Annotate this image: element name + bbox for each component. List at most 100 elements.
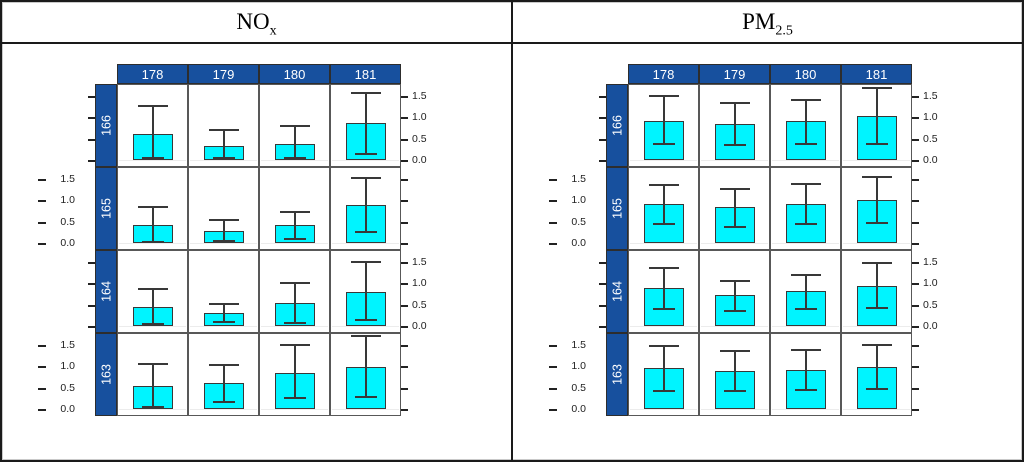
- y-tick-label: 0.0: [60, 237, 75, 249]
- whisker-cap-bottom: [354, 152, 377, 155]
- whisker-cap-top: [861, 343, 892, 346]
- whisker-cap-bottom: [354, 395, 377, 398]
- error-whisker-overlay: [293, 125, 296, 158]
- error-whisker-overlay: [875, 88, 878, 144]
- whisker-cap-top: [719, 349, 750, 352]
- y-tick: [912, 178, 919, 181]
- corner-spacer-right: [912, 64, 954, 84]
- column-strip-label: 179: [723, 66, 746, 82]
- y-tick: [401, 326, 408, 328]
- whisker-cap-top: [208, 219, 239, 222]
- whisker-cap-top: [137, 205, 168, 208]
- error-whisker-overlay: [364, 93, 367, 154]
- y-tick-label: 0.5: [923, 132, 938, 145]
- panel-166-178: [628, 84, 699, 167]
- y-tick-label: 0.5: [60, 381, 75, 394]
- whisker-cap-bottom: [283, 321, 306, 324]
- panel-166-179: [699, 84, 770, 167]
- error-whisker-overlay: [364, 177, 367, 232]
- panel-164-179: [699, 250, 770, 333]
- error-whisker-overlay: [364, 335, 367, 397]
- error-whisker-overlay: [875, 263, 878, 308]
- y-tick: [912, 366, 919, 368]
- zero-line: [772, 409, 839, 410]
- y-tick: [401, 283, 408, 285]
- zero-line: [843, 160, 910, 161]
- whisker-cap-top: [137, 105, 168, 108]
- y-tick: [912, 95, 919, 98]
- panel-166-181: [330, 84, 401, 167]
- whisker-cap-top: [719, 187, 750, 190]
- zero-line: [119, 326, 186, 327]
- y-tick: [401, 117, 408, 119]
- whisker-cap-top: [719, 102, 750, 105]
- column-strip-181: 181: [841, 64, 912, 84]
- zero-line: [261, 243, 328, 244]
- y-tick: [401, 200, 408, 202]
- zero-line: [261, 409, 328, 410]
- whisker-cap-top: [137, 363, 168, 366]
- y-tick: [912, 117, 919, 119]
- panel-164-178: [117, 250, 188, 333]
- row-strip-166: 166: [606, 84, 628, 167]
- y-tick: [88, 304, 95, 307]
- error-whisker-overlay: [733, 103, 736, 145]
- y-tick: [38, 387, 46, 390]
- zero-line: [772, 326, 839, 327]
- whisker-cap-top: [208, 364, 239, 367]
- corner-spacer: [546, 64, 628, 84]
- error-whisker-overlay: [804, 274, 807, 309]
- row-strip-163: 163: [606, 333, 628, 416]
- error-whisker-overlay: [804, 99, 807, 144]
- zero-line: [119, 409, 186, 410]
- y-tick: [401, 409, 408, 411]
- column-strip-label: 181: [865, 66, 888, 82]
- column-strip-180: 180: [770, 64, 841, 84]
- zero-line: [190, 160, 257, 161]
- panel-165-178: [117, 167, 188, 250]
- row-strip-165: 165: [606, 167, 628, 250]
- error-whisker-overlay: [804, 184, 807, 224]
- whisker-cap-top: [861, 87, 892, 90]
- panel-163-181: [841, 333, 912, 416]
- y-tick: [912, 221, 919, 224]
- whisker-cap-top: [648, 266, 679, 269]
- y-tick-label: 1.5: [412, 255, 427, 268]
- y-tick-label: 0.0: [412, 320, 427, 332]
- whisker-cap-bottom: [652, 307, 675, 310]
- whisker-cap-bottom: [212, 239, 235, 242]
- whisker-cap-top: [861, 175, 892, 178]
- pm25-title: PM2.5: [742, 9, 793, 38]
- corner-spacer: [35, 64, 117, 84]
- y-tick-label: 0.0: [923, 320, 938, 332]
- y-tick: [88, 160, 95, 162]
- panel-164-179: [188, 250, 259, 333]
- error-whisker-overlay: [364, 262, 367, 321]
- zero-line: [332, 409, 399, 410]
- zero-line: [332, 160, 399, 161]
- nox-title: NOx: [236, 9, 276, 38]
- error-whisker-overlay: [733, 188, 736, 227]
- error-whisker-overlay: [293, 344, 296, 398]
- whisker-cap-top: [137, 288, 168, 291]
- zero-line: [843, 409, 910, 410]
- whisker-cap-bottom: [283, 396, 306, 399]
- y-tick-label: 0.0: [60, 403, 75, 415]
- header-cell-pm25: PM2.5: [513, 2, 1022, 42]
- whisker-cap-bottom: [723, 143, 746, 146]
- y-tick: [912, 138, 919, 141]
- column-strip-label: 180: [283, 66, 306, 82]
- whisker-cap-bottom: [141, 240, 164, 243]
- y-tick: [401, 304, 408, 307]
- error-whisker-overlay: [662, 96, 665, 144]
- whisker-cap-top: [350, 92, 381, 95]
- whisker-cap-bottom: [354, 319, 377, 322]
- y-tick-label: 1.0: [923, 277, 938, 289]
- error-whisker-overlay: [222, 129, 225, 159]
- pm25-title-sub: 2.5: [775, 23, 793, 39]
